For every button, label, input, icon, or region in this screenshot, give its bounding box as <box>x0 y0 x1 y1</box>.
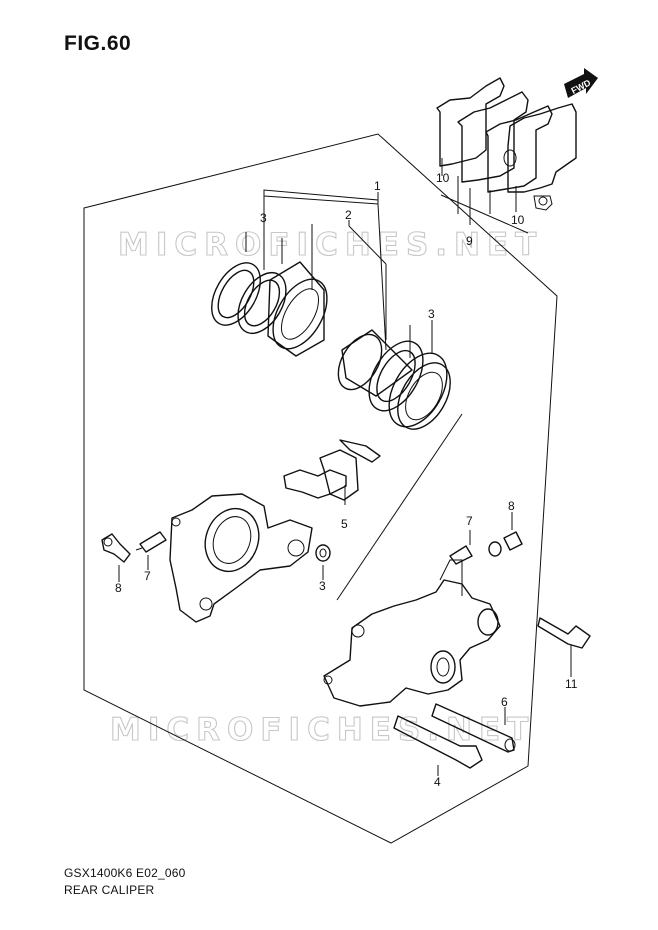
mounting-bolt <box>537 617 591 649</box>
callout-10-right: 10 <box>511 213 525 227</box>
caliper-body-inner <box>169 493 313 623</box>
brake-pads <box>436 77 577 211</box>
callout-3-washer: 3 <box>319 579 326 593</box>
callout-9: 9 <box>466 234 473 248</box>
diagram-name: REAR CALIPER <box>64 883 155 897</box>
bleeder-valve-right <box>449 545 473 565</box>
callout-labels: 1 2 3 3 3 4 5 6 7 7 8 8 9 10 10 11 <box>115 171 578 789</box>
pad-mounting-pin <box>431 703 516 753</box>
callout-3-right: 3 <box>428 307 435 321</box>
callout-7-right: 7 <box>466 514 473 528</box>
callout-8-right: 8 <box>508 499 515 513</box>
piston-seals-left <box>211 261 328 357</box>
watermark-bottom: MICROFICHES.NET <box>110 712 535 748</box>
assembly-outline <box>83 133 558 844</box>
callout-11: 11 <box>565 677 578 691</box>
callout-2: 2 <box>345 208 352 222</box>
figure-title: FIG.60 <box>64 32 132 55</box>
pad-spring <box>283 439 381 501</box>
callout-5: 5 <box>341 517 348 531</box>
caliper-bracket <box>323 559 501 707</box>
bleeder-cap-right <box>488 531 523 557</box>
watermark-top: MICROFICHES.NET <box>118 227 543 263</box>
callout-3-upper: 3 <box>260 211 267 225</box>
callout-7-left: 7 <box>144 569 151 583</box>
callout-6: 6 <box>501 695 508 709</box>
fwd-arrow-icon: FWD <box>564 68 598 98</box>
bleeder-cap-left <box>101 533 131 563</box>
callout-10-left: 10 <box>436 171 450 185</box>
bleeder-valve-left <box>135 531 167 553</box>
callout-4: 4 <box>434 775 441 789</box>
diagram-code: GSX1400K6 E02_060 <box>64 866 186 880</box>
washer-o-ring <box>315 544 331 562</box>
callout-8-left: 8 <box>115 581 122 595</box>
leader-lines <box>118 158 572 776</box>
caliper-bolt <box>393 715 483 769</box>
piston-seals-right <box>337 329 451 430</box>
callout-1: 1 <box>374 179 381 193</box>
